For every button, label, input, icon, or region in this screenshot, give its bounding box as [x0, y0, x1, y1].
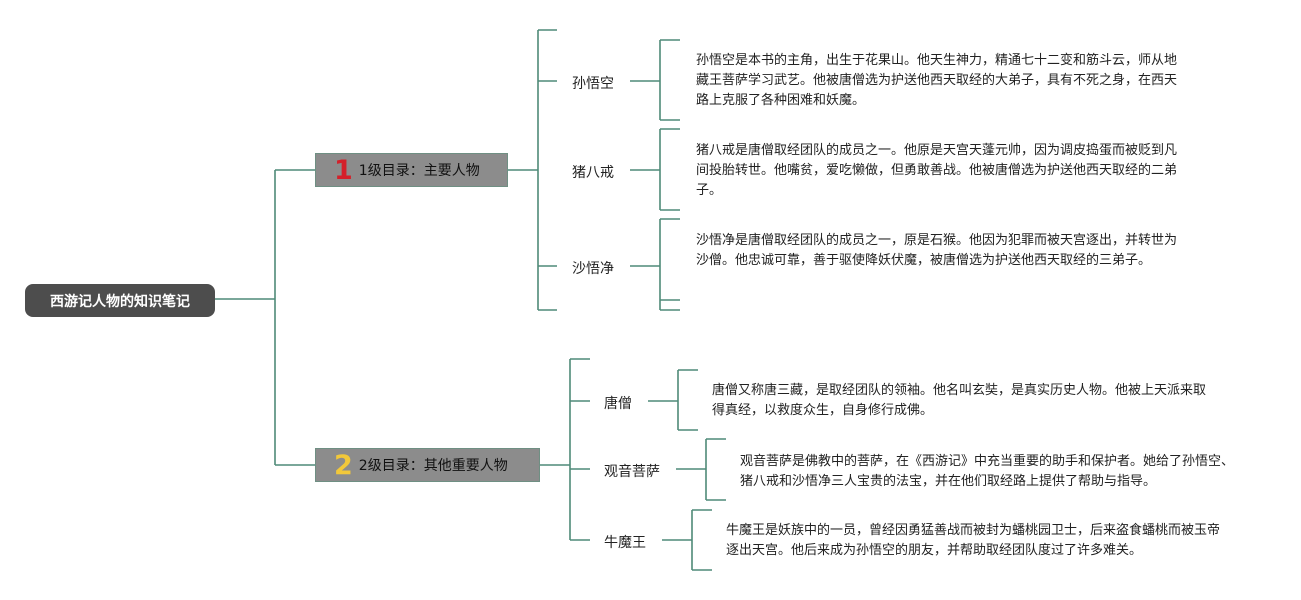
character-description-niumowang: 牛魔王是妖族中的一员，曾经因勇猛善战而被封为蟠桃园卫士，后来盗食蟠桃而被玉帝逐出…	[726, 523, 1221, 558]
character-node-guanyin[interactable]: 观音菩萨	[604, 461, 660, 481]
root-node[interactable]: 西游记人物的知识笔记	[25, 284, 215, 317]
character-description-zhubajie: 猪八戒是唐僧取经团队的成员之一。他原是天宫天蓬元帅，因为调皮捣蛋而被贬到凡间投胎…	[696, 143, 1178, 198]
section-1-number-icon: 1	[334, 154, 353, 186]
character-node-niumowang[interactable]: 牛魔王	[604, 532, 646, 552]
root-title: 西游记人物的知识笔记	[50, 293, 190, 310]
character-description-sunwukong: 孙悟空是本书的主角，出生于花果山。他天生神力，精通七十二变和筋斗云，师从地藏王菩…	[696, 53, 1178, 108]
character-description-shawujing: 沙悟净是唐僧取经团队的成员之一，原是石猴。他因为犯罪而被天宫逐出，并转世为沙僧。…	[696, 233, 1178, 268]
section-2-node[interactable]: 2 2级目录：其他重要人物	[315, 448, 540, 482]
section-2-number-icon: 2	[334, 449, 353, 481]
character-name: 唐僧	[604, 396, 632, 412]
section-1-label: 1级目录：主要人物	[358, 163, 480, 179]
character-name: 观音菩萨	[604, 464, 660, 480]
character-node-tangseng[interactable]: 唐僧	[604, 393, 632, 413]
character-node-zhubajie[interactable]: 猪八戒	[572, 162, 614, 182]
character-description-guanyin: 观音菩萨是佛教中的菩萨，在《西游记》中充当重要的助手和保护者。她给了孙悟空、猪八…	[740, 454, 1235, 489]
character-name: 牛魔王	[604, 535, 646, 551]
section-1-node[interactable]: 1 1级目录：主要人物	[315, 153, 508, 187]
character-name: 孙悟空	[572, 76, 614, 92]
character-description-tangseng: 唐僧又称唐三藏，是取经团队的领袖。他名叫玄奘，是真实历史人物。他被上天派来取得真…	[712, 383, 1207, 418]
character-node-sunwukong[interactable]: 孙悟空	[572, 73, 614, 93]
character-name: 猪八戒	[572, 165, 614, 181]
section-2-label: 2级目录：其他重要人物	[358, 458, 508, 474]
character-node-shawujing[interactable]: 沙悟净	[572, 258, 614, 278]
character-name: 沙悟净	[572, 261, 614, 277]
